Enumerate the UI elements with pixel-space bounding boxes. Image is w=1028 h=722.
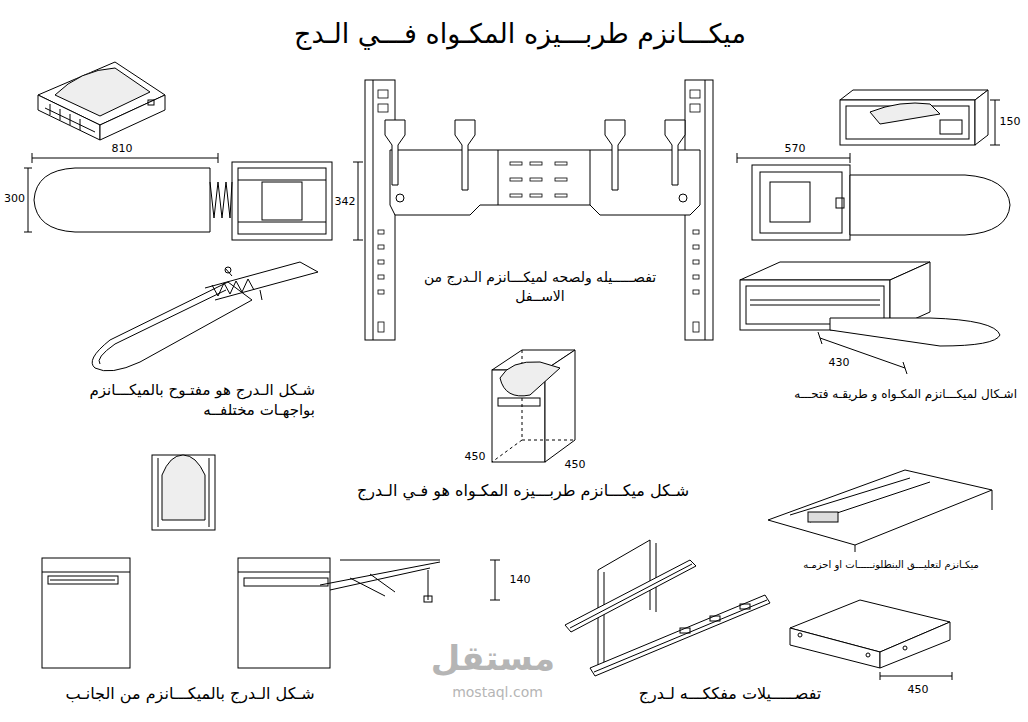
watermark: mostaql.com	[440, 683, 555, 702]
frame-top-view	[737, 153, 1010, 240]
view-caption: تفصـــــيله ولصحه لميكـــانزم الـدرج من …	[410, 268, 670, 306]
closed-drawer-3d	[38, 62, 165, 140]
dimension: 810	[100, 142, 144, 157]
view-caption: شـكل ميكـــانزم طربـــيزه المكـواه هو فـ…	[338, 480, 708, 502]
board-top-view	[24, 153, 363, 240]
dimension: 570	[775, 142, 815, 157]
dimension: 450	[460, 450, 490, 465]
view-caption: شـكل الـدرج هو مفتـوح بالميكـــانزم بواج…	[50, 380, 315, 421]
side-view-closed	[42, 558, 130, 668]
view-caption: شـكل الـدرج بالميكـــانزم من الجانـب	[40, 683, 340, 705]
mechanism-bottom-view	[365, 80, 713, 340]
dimension: 342	[334, 195, 356, 210]
exploded-slides	[565, 540, 770, 676]
view-caption: تفصـــــيلات مفككـــه لـدرج	[630, 683, 830, 705]
sheet-title: ميكـــانزم طربـــيزه المكـواه فـــي الـد…	[200, 16, 840, 52]
cabinet-3d	[492, 350, 575, 462]
trouser-rack	[768, 470, 992, 552]
frame-open-perspective	[740, 262, 1000, 374]
view-caption: ميكـانزم لتعليـــق البنطلونـــــات او اح…	[775, 558, 1007, 572]
dimension: 150	[997, 115, 1023, 130]
dimension: 300	[3, 192, 26, 207]
dimension: 450	[900, 683, 936, 698]
board-open-perspective	[92, 262, 318, 371]
dimension: 430	[822, 356, 856, 371]
dimension: 450	[560, 458, 590, 473]
closed-box-3d	[840, 90, 1000, 145]
drawer-box	[790, 600, 952, 680]
dimension: 140	[505, 573, 535, 588]
drawer-icon	[152, 455, 215, 530]
watermark: مستقل	[440, 636, 555, 682]
view-caption: اشـكال لميكـــانزم المكـواه و طريقـه فتح…	[745, 386, 1017, 402]
